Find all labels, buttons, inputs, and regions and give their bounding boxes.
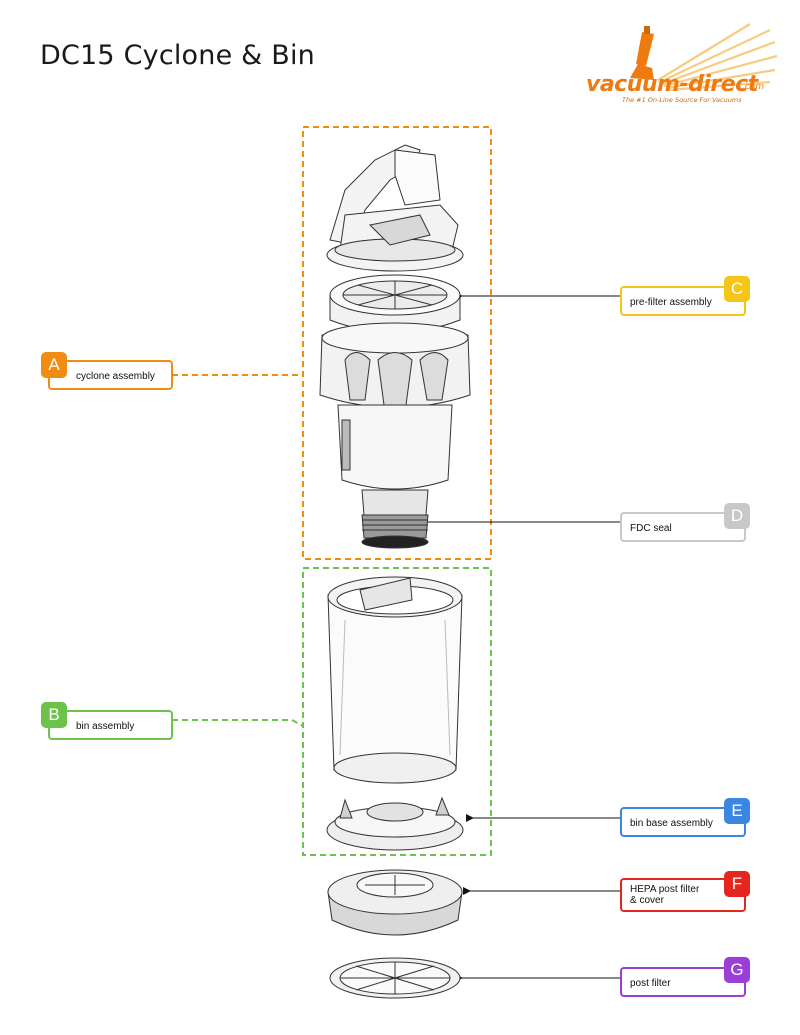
logo-domain: .com: [742, 82, 765, 92]
bin-base-part: [326, 796, 464, 851]
post-filter-part: [329, 957, 461, 999]
logo-tagline: The #1 On-Line Source For Vacuums: [622, 96, 742, 104]
cyclone-top-part: [326, 144, 464, 272]
callout-label: bin base assembly: [630, 818, 713, 829]
callout-label-line1: HEPA post filter: [630, 884, 700, 895]
badge-a: A: [41, 352, 67, 378]
callout-label: bin assembly: [76, 721, 135, 732]
page-title: DC15 Cyclone & Bin: [40, 40, 315, 71]
badge-e: E: [724, 798, 750, 824]
logo-wordmark: vacuum-direct: [586, 72, 758, 97]
vacuum-logo-icon: [630, 23, 778, 92]
cyclone-group-box: [302, 126, 492, 560]
badge-d: D: [724, 503, 750, 529]
badge-f: F: [724, 871, 750, 897]
callout-label: FDC seal: [630, 523, 672, 534]
cyclone-body-part: [319, 322, 471, 519]
badge-g: G: [724, 957, 750, 983]
badge-c: C: [724, 276, 750, 302]
callout-label: pre-filter assembly: [630, 297, 712, 308]
fdc-seal-part: [361, 514, 429, 549]
callout-label: HEPA post filter & cover: [630, 884, 699, 906]
callout-label-line2: & cover: [630, 895, 664, 906]
callout-label: post filter: [630, 978, 671, 989]
badge-b: B: [41, 702, 67, 728]
callout-label: cyclone assembly: [76, 371, 155, 382]
leader-line-b: [172, 719, 304, 727]
vacuum-direct-logo[interactable]: vacuum-direct .com The #1 On-Line Source…: [580, 22, 780, 112]
bin-group-box: [302, 567, 492, 856]
bin-part: [327, 576, 463, 784]
hepa-filter-part: [327, 869, 463, 936]
pre-filter-part: [329, 274, 461, 333]
